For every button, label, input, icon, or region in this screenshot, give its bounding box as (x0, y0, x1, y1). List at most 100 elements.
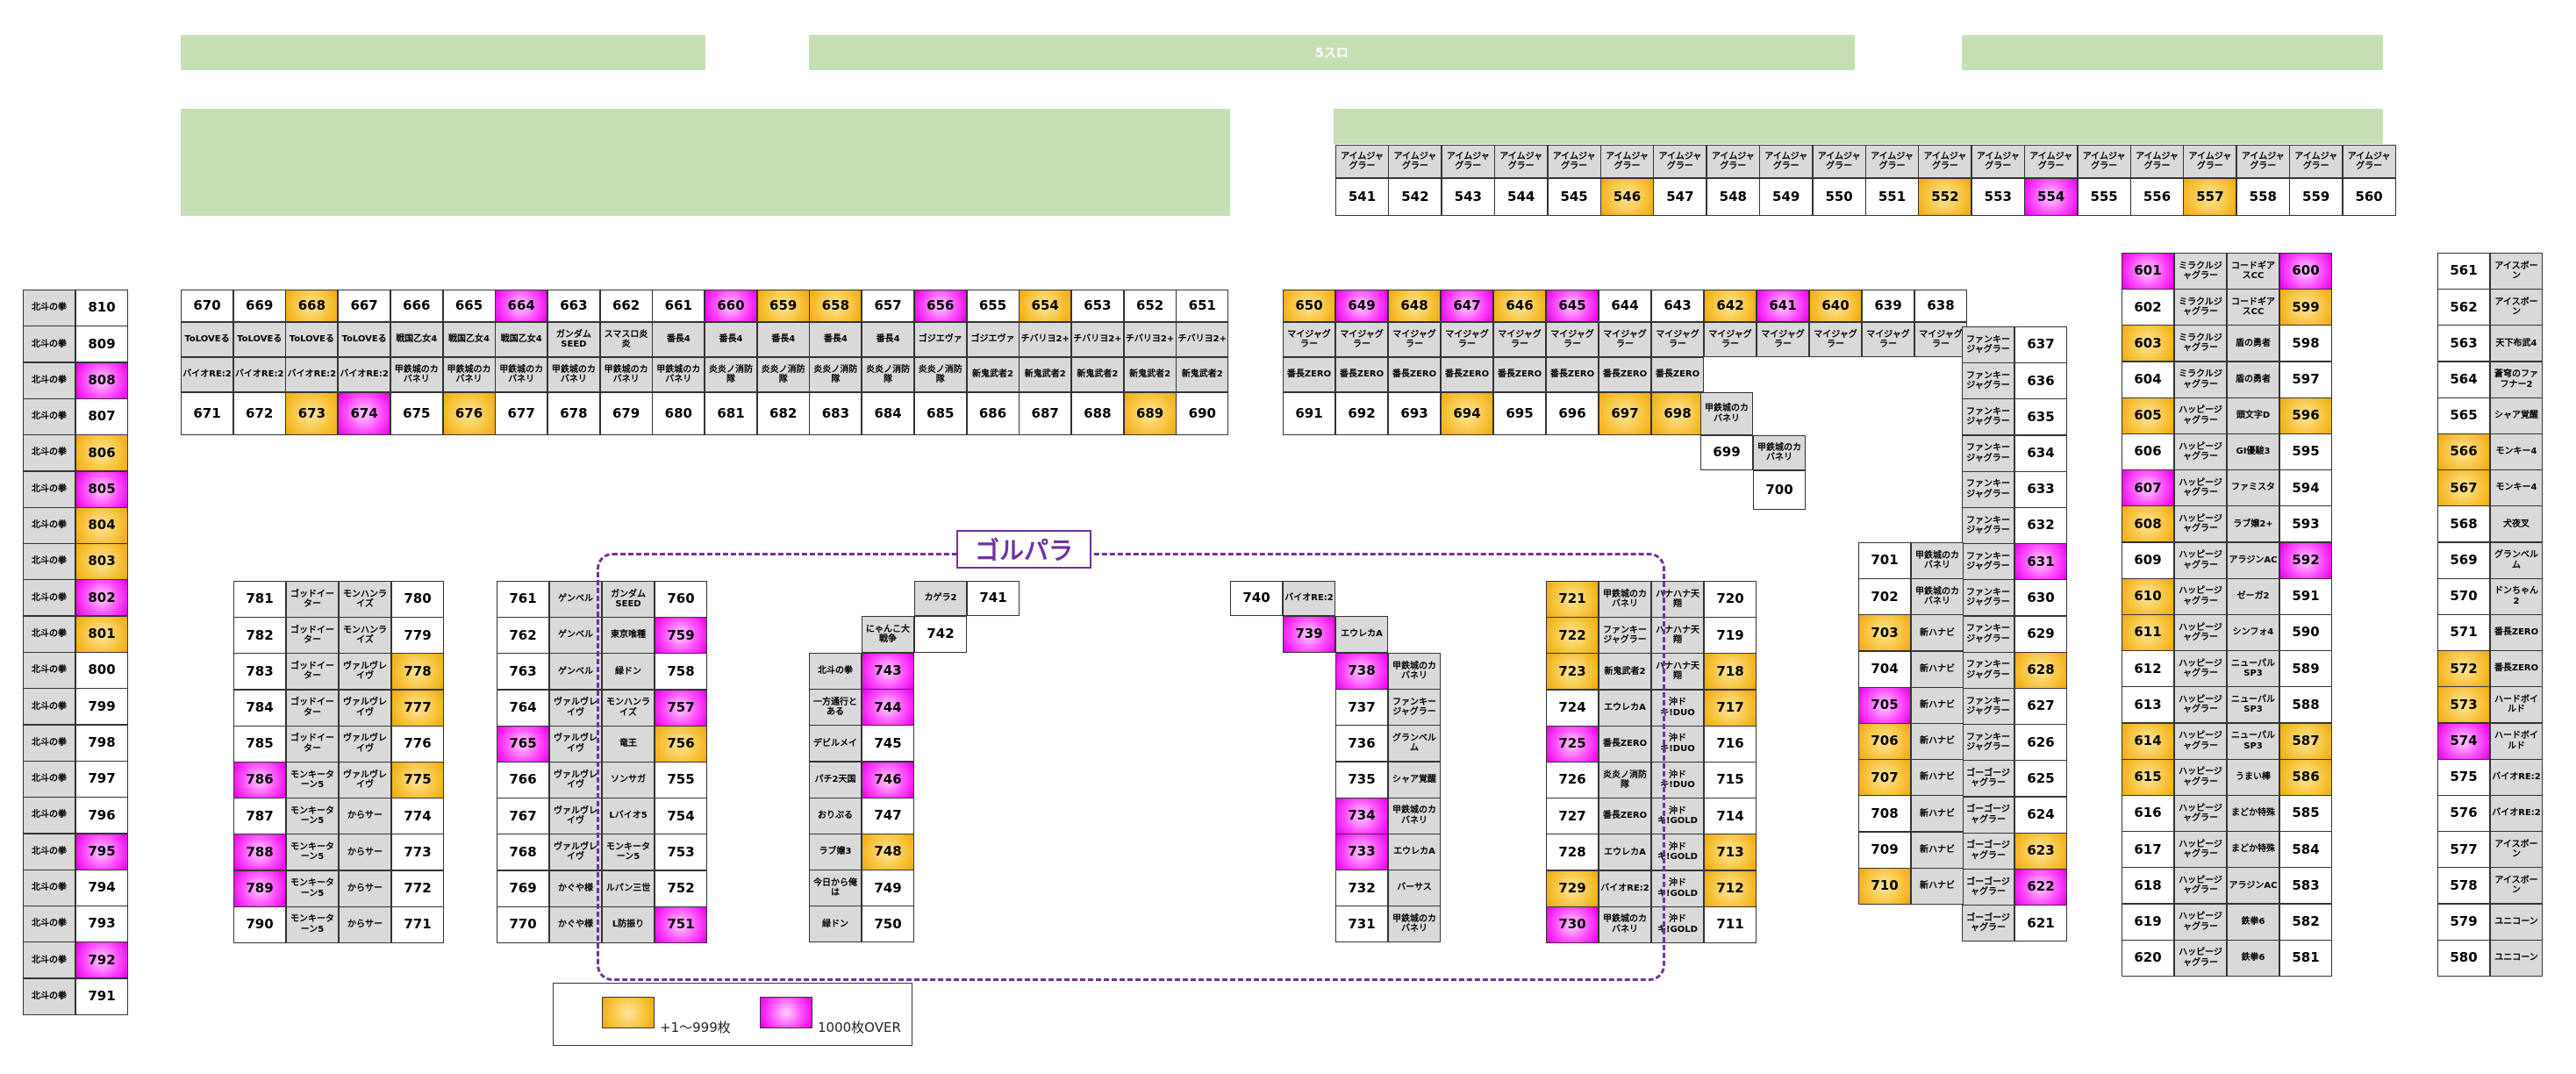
machine-number-629[interactable]: 629 (2014, 615, 2067, 653)
machine-number-612[interactable]: 612 (2122, 650, 2174, 688)
machine-number-762[interactable]: 762 (497, 617, 549, 655)
machine-number-663[interactable]: 663 (547, 290, 600, 322)
machine-number-725[interactable]: 725 (1546, 725, 1599, 763)
machine-number-611[interactable]: 611 (2122, 614, 2174, 651)
machine-number-770[interactable]: 770 (497, 906, 549, 943)
machine-number-698[interactable]: 698 (1651, 392, 1704, 435)
machine-number-781[interactable]: 781 (233, 581, 286, 618)
machine-number-752[interactable]: 752 (655, 870, 707, 907)
machine-number-669[interactable]: 669 (233, 290, 286, 322)
machine-number-625[interactable]: 625 (2014, 760, 2067, 798)
machine-number-810[interactable]: 810 (75, 290, 128, 326)
machine-number-572[interactable]: 572 (2437, 650, 2490, 688)
machine-number-805[interactable]: 805 (75, 470, 128, 508)
machine-number-667[interactable]: 667 (338, 290, 391, 322)
machine-number-638[interactable]: 638 (1914, 290, 1967, 322)
machine-number-644[interactable]: 644 (1599, 290, 1651, 322)
machine-number-786[interactable]: 786 (233, 762, 286, 798)
machine-number-608[interactable]: 608 (2122, 505, 2174, 543)
machine-number-696[interactable]: 696 (1546, 392, 1599, 435)
machine-number-619[interactable]: 619 (2122, 903, 2174, 941)
machine-number-602[interactable]: 602 (2122, 289, 2174, 326)
machine-number-739[interactable]: 739 (1283, 616, 1335, 653)
machine-number-766[interactable]: 766 (497, 762, 549, 798)
machine-number-565[interactable]: 565 (2437, 397, 2490, 434)
machine-number-597[interactable]: 597 (2279, 361, 2332, 398)
machine-number-598[interactable]: 598 (2279, 325, 2332, 362)
machine-number-723[interactable]: 723 (1546, 653, 1599, 691)
machine-number-670[interactable]: 670 (181, 290, 233, 322)
machine-number-580[interactable]: 580 (2437, 939, 2490, 977)
machine-number-633[interactable]: 633 (2014, 470, 2067, 508)
machine-number-704[interactable]: 704 (1858, 650, 1911, 688)
machine-number-655[interactable]: 655 (966, 290, 1020, 322)
machine-number-788[interactable]: 788 (233, 834, 286, 871)
machine-number-677[interactable]: 677 (495, 392, 548, 435)
machine-number-734[interactable]: 734 (1335, 797, 1388, 834)
machine-number-755[interactable]: 755 (655, 762, 707, 798)
machine-number-542[interactable]: 542 (1388, 178, 1442, 216)
machine-number-683[interactable]: 683 (809, 392, 862, 435)
machine-number-775[interactable]: 775 (391, 762, 444, 798)
machine-number-555[interactable]: 555 (2077, 178, 2131, 216)
machine-number-579[interactable]: 579 (2437, 903, 2490, 941)
machine-number-650[interactable]: 650 (1283, 290, 1335, 322)
machine-number-632[interactable]: 632 (2014, 507, 2067, 544)
machine-number-777[interactable]: 777 (391, 689, 444, 727)
machine-number-554[interactable]: 554 (2024, 178, 2079, 216)
machine-number-662[interactable]: 662 (599, 290, 653, 322)
machine-number-717[interactable]: 717 (1704, 689, 1757, 727)
machine-number-666[interactable]: 666 (390, 290, 443, 322)
machine-number-795[interactable]: 795 (75, 833, 128, 870)
machine-number-585[interactable]: 585 (2279, 795, 2332, 832)
machine-number-797[interactable]: 797 (75, 760, 128, 798)
machine-number-695[interactable]: 695 (1493, 392, 1546, 435)
machine-number-779[interactable]: 779 (391, 617, 444, 655)
machine-number-672[interactable]: 672 (233, 392, 286, 435)
machine-number-716[interactable]: 716 (1704, 725, 1757, 763)
machine-number-606[interactable]: 606 (2122, 433, 2174, 470)
machine-number-647[interactable]: 647 (1441, 290, 1493, 322)
machine-number-628[interactable]: 628 (2014, 651, 2067, 689)
machine-number-668[interactable]: 668 (285, 290, 339, 322)
machine-number-649[interactable]: 649 (1335, 290, 1388, 322)
machine-number-609[interactable]: 609 (2122, 541, 2174, 579)
machine-number-630[interactable]: 630 (2014, 579, 2067, 617)
machine-number-560[interactable]: 560 (2342, 178, 2396, 216)
machine-number-639[interactable]: 639 (1862, 290, 1914, 322)
machine-number-780[interactable]: 780 (391, 581, 444, 618)
machine-number-582[interactable]: 582 (2279, 903, 2332, 941)
machine-number-685[interactable]: 685 (913, 392, 967, 435)
machine-number-741[interactable]: 741 (967, 581, 1020, 616)
machine-number-568[interactable]: 568 (2437, 505, 2490, 543)
machine-number-740[interactable]: 740 (1230, 581, 1283, 616)
machine-number-658[interactable]: 658 (809, 290, 862, 322)
machine-number-738[interactable]: 738 (1335, 653, 1388, 690)
machine-number-574[interactable]: 574 (2437, 722, 2490, 760)
machine-number-688[interactable]: 688 (1070, 392, 1124, 435)
machine-number-613[interactable]: 613 (2122, 686, 2174, 724)
machine-number-761[interactable]: 761 (497, 581, 549, 618)
machine-number-577[interactable]: 577 (2437, 831, 2490, 869)
machine-number-712[interactable]: 712 (1704, 870, 1757, 907)
machine-number-724[interactable]: 724 (1546, 689, 1599, 727)
machine-number-557[interactable]: 557 (2183, 178, 2237, 216)
machine-number-586[interactable]: 586 (2279, 758, 2332, 796)
machine-number-558[interactable]: 558 (2236, 178, 2290, 216)
machine-number-771[interactable]: 771 (391, 906, 444, 943)
machine-number-719[interactable]: 719 (1704, 617, 1757, 655)
machine-number-680[interactable]: 680 (652, 392, 705, 435)
machine-number-576[interactable]: 576 (2437, 795, 2490, 832)
machine-number-776[interactable]: 776 (391, 725, 444, 763)
machine-number-605[interactable]: 605 (2122, 397, 2174, 434)
machine-number-702[interactable]: 702 (1858, 578, 1911, 616)
machine-number-689[interactable]: 689 (1123, 392, 1177, 435)
machine-number-575[interactable]: 575 (2437, 758, 2490, 796)
machine-number-742[interactable]: 742 (914, 616, 967, 653)
machine-number-637[interactable]: 637 (2014, 326, 2067, 363)
machine-number-614[interactable]: 614 (2122, 722, 2174, 760)
machine-number-730[interactable]: 730 (1546, 906, 1599, 943)
machine-number-798[interactable]: 798 (75, 724, 128, 762)
machine-number-785[interactable]: 785 (233, 725, 286, 763)
machine-number-661[interactable]: 661 (652, 290, 705, 322)
